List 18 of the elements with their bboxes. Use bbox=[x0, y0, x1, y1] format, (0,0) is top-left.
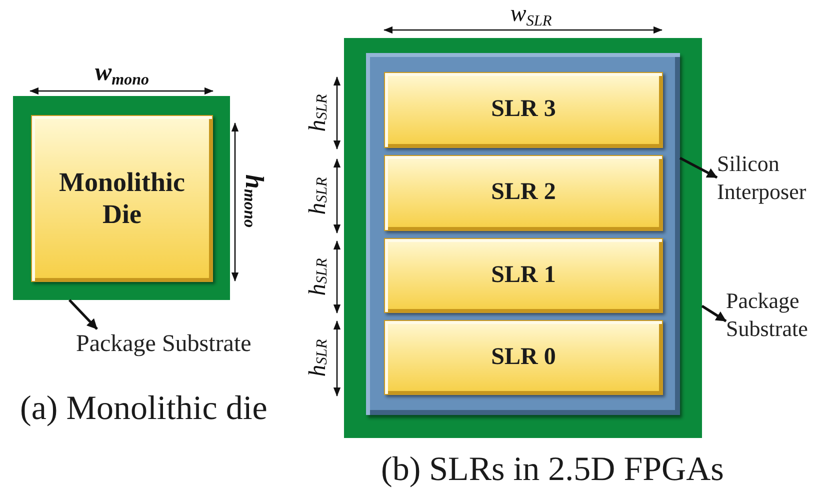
dimension-label: w$_{mono}$ bbox=[94, 60, 150, 85]
slr-block: SLR 2 bbox=[384, 155, 663, 231]
part-label: Silicon Interposer bbox=[717, 150, 827, 205]
leader-arrow bbox=[679, 156, 718, 179]
figure-caption: (b) SLRs in 2.5D FPGAs bbox=[381, 451, 724, 488]
slr-block: SLR 1 bbox=[384, 238, 663, 313]
figure-caption: (a) Monolithic die bbox=[20, 390, 268, 428]
slr-block: SLR 0 bbox=[384, 320, 663, 395]
slr-block: SLR 3 bbox=[384, 72, 663, 148]
package-substrate bbox=[344, 38, 702, 438]
leader-arrow bbox=[701, 304, 727, 322]
package-substrate bbox=[13, 96, 230, 300]
dimension-label: w$_{SLR}$ bbox=[510, 2, 552, 26]
leader-arrow bbox=[68, 299, 98, 330]
part-label: Package Substrate bbox=[76, 329, 252, 359]
part-label: Package Substrate bbox=[726, 287, 828, 342]
silicon-interposer bbox=[366, 53, 680, 415]
die-block: Monolithic Die bbox=[31, 115, 213, 282]
